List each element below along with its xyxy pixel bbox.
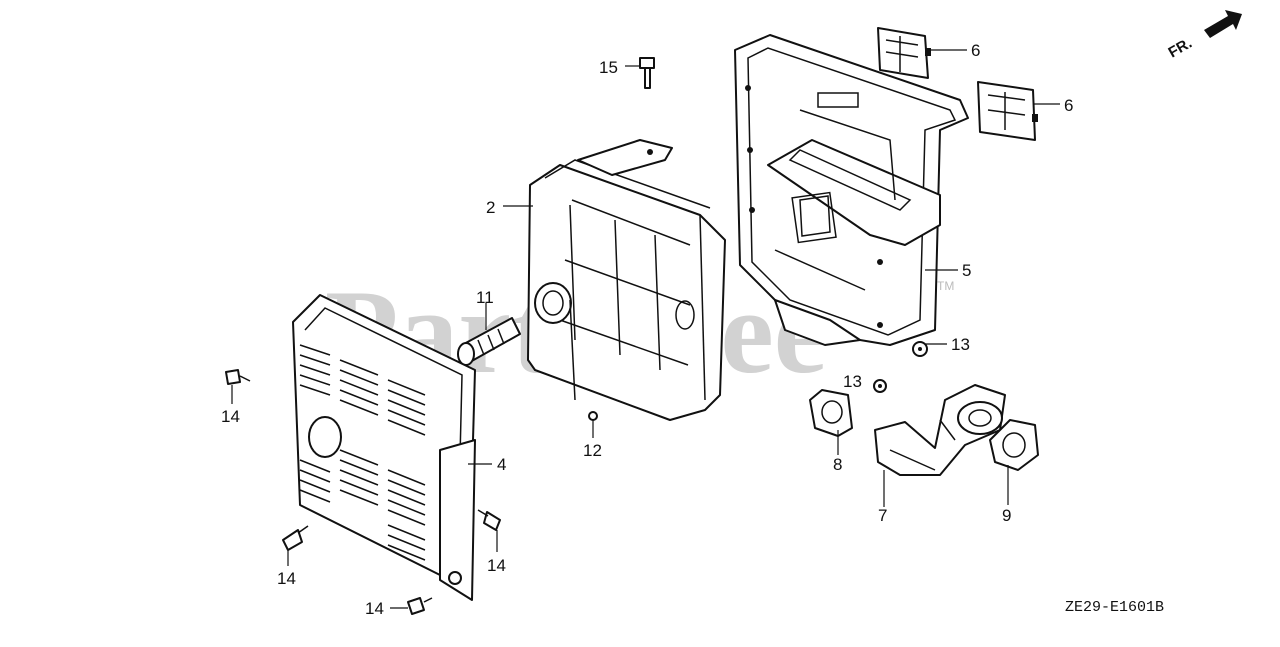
callout-labels: 2 4 5 6 6 7 8 9 11 12 13 13 14 14 14 14 … xyxy=(221,41,1073,618)
screw-part-14-b[interactable] xyxy=(282,525,309,551)
exhaust-pipe-part-7[interactable] xyxy=(874,384,1006,476)
callout-14-c: 14 xyxy=(487,556,506,575)
callout-13-upper: 13 xyxy=(951,335,970,354)
bracket-part-6-upper[interactable] xyxy=(877,27,931,79)
direction-text: FR. xyxy=(1166,35,1195,62)
front-direction-indicator: FR. xyxy=(1166,10,1242,62)
nut-part-13-upper[interactable] xyxy=(912,341,928,357)
screw-part-14-c[interactable] xyxy=(477,509,501,531)
tail-pipe-part-11[interactable] xyxy=(457,317,521,366)
watermark-trademark: TM xyxy=(937,279,954,293)
callout-6-upper: 6 xyxy=(971,41,980,60)
leader-lines xyxy=(231,49,1060,609)
nut-part-13-lower[interactable] xyxy=(873,379,887,393)
callout-5: 5 xyxy=(962,261,971,280)
callout-6-lower: 6 xyxy=(1064,96,1073,115)
callout-12: 12 xyxy=(583,441,602,460)
callout-9: 9 xyxy=(1002,506,1011,525)
callout-15: 15 xyxy=(599,58,618,77)
screw-part-12[interactable] xyxy=(588,411,598,421)
callout-2: 2 xyxy=(486,198,495,217)
muffler-body-part-2[interactable] xyxy=(527,139,726,421)
diagram-code: ZE29-E1601B xyxy=(1065,599,1164,616)
gasket-part-9[interactable] xyxy=(989,419,1039,471)
callout-11: 11 xyxy=(476,288,494,307)
screw-part-14-a[interactable] xyxy=(225,369,251,385)
callout-4: 4 xyxy=(497,455,506,474)
screw-part-14-d[interactable] xyxy=(407,597,433,615)
muffler-protector-part-5[interactable] xyxy=(734,34,969,346)
muffler-cover-part-4[interactable] xyxy=(292,294,476,601)
bolt-part-15[interactable] xyxy=(639,57,655,89)
direction-arrow-icon xyxy=(1204,10,1242,38)
gasket-part-8[interactable] xyxy=(809,389,853,437)
callout-14-d: 14 xyxy=(365,599,384,618)
callout-14-a: 14 xyxy=(221,407,240,426)
bracket-part-6-lower[interactable] xyxy=(977,81,1038,141)
callout-8: 8 xyxy=(833,455,842,474)
callout-13-lower: 13 xyxy=(843,372,862,391)
callout-7: 7 xyxy=(878,506,887,525)
callout-14-b: 14 xyxy=(277,569,296,588)
